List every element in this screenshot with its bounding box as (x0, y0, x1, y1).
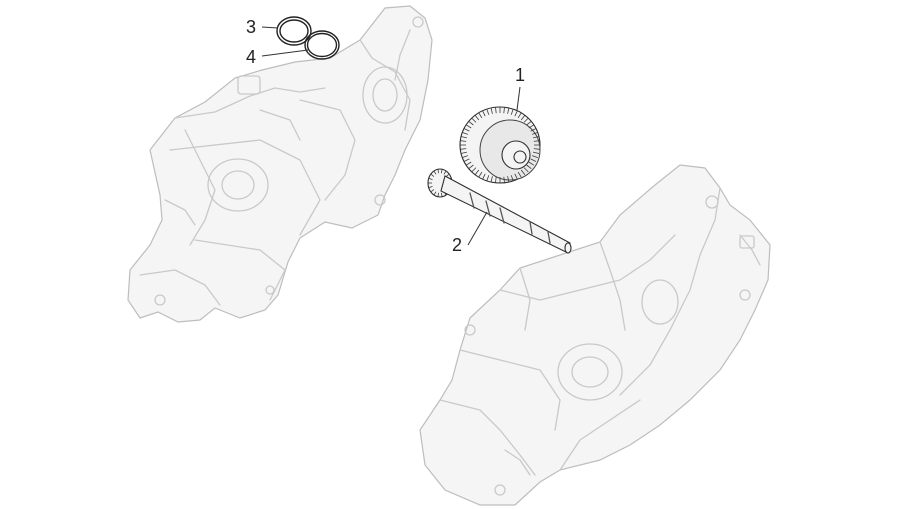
gear-tooth (495, 107, 497, 114)
driven-gear (459, 106, 541, 184)
gear-tooth (523, 117, 529, 123)
gear-tooth (478, 112, 483, 119)
gear-tooth (510, 175, 514, 182)
gear-tooth (503, 107, 505, 114)
leader-line-2 (467, 211, 488, 246)
gear-tooth (428, 177, 433, 180)
gear-tooth (514, 110, 518, 117)
gear-tooth (517, 171, 522, 178)
gear-tooth (526, 164, 532, 170)
gear-tooth (460, 148, 467, 150)
sealing-ring (304, 30, 340, 60)
gear-tooth (428, 186, 433, 189)
gear-tooth (441, 192, 443, 197)
gear-tooth (507, 176, 510, 183)
gear-tooth (433, 191, 437, 196)
gear-shaft (427, 168, 572, 254)
callout-1: 1 (515, 65, 526, 85)
leader-line-4 (261, 49, 309, 57)
gear-tooth (523, 167, 529, 173)
gear-tooth (465, 124, 472, 129)
gear-tooth (463, 128, 470, 132)
gear-tooth (430, 189, 435, 193)
gear-tooth (531, 132, 538, 135)
gear-tooth (482, 173, 486, 180)
gear-tooth (474, 115, 480, 121)
gear-tooth (520, 115, 526, 121)
gear-tooth (430, 173, 435, 177)
gear-tooth (490, 176, 493, 183)
gear-tooth (460, 136, 467, 139)
gear-tooth (533, 151, 540, 154)
gear-tooth (460, 151, 467, 154)
gear-tooth (520, 169, 526, 175)
gear-tooth (486, 108, 490, 115)
gear-tooth (465, 161, 472, 166)
gear-tooth (478, 171, 483, 178)
gear-tooth (507, 107, 510, 114)
gear-tooth (463, 158, 470, 162)
gear-tooth (471, 117, 477, 123)
o-ring (276, 16, 312, 46)
gear-tooth (526, 120, 532, 126)
gear-tooth (462, 155, 469, 158)
gear-tooth (482, 110, 486, 117)
gear-tooth (533, 148, 540, 150)
gear-tooth (437, 169, 439, 174)
gear-tooth (490, 107, 493, 114)
gear-tooth (437, 192, 439, 197)
crankcase-right-half (419, 164, 771, 506)
gear-tooth (528, 161, 535, 166)
gear-tooth (510, 108, 514, 115)
gear-tooth (495, 176, 497, 183)
gear-tooth (533, 136, 540, 139)
gear-tooth (441, 169, 443, 174)
leader-line-3 (261, 26, 279, 29)
gear-tooth (530, 158, 537, 162)
leader-line-1 (516, 86, 521, 111)
gear-tooth (433, 170, 437, 175)
callout-4: 4 (246, 47, 257, 67)
gear-tooth (486, 175, 490, 182)
gear-tooth (462, 132, 469, 135)
gear-tooth (531, 155, 538, 158)
gear-tooth (443, 170, 447, 175)
gear-tooth (528, 124, 535, 129)
gear-tooth (517, 112, 522, 119)
gear-tooth (530, 128, 537, 132)
gear-tooth (445, 173, 450, 177)
gear-tooth (503, 176, 505, 183)
gear-tooth (474, 169, 480, 175)
callout-3: 3 (246, 17, 257, 37)
gear-tooth (514, 173, 518, 180)
gear-tooth (533, 140, 540, 142)
gear-tooth (468, 120, 474, 126)
gear-tooth (468, 164, 474, 170)
gear-tooth (471, 167, 477, 173)
gear-tooth (460, 140, 467, 142)
callout-2: 2 (452, 235, 463, 255)
